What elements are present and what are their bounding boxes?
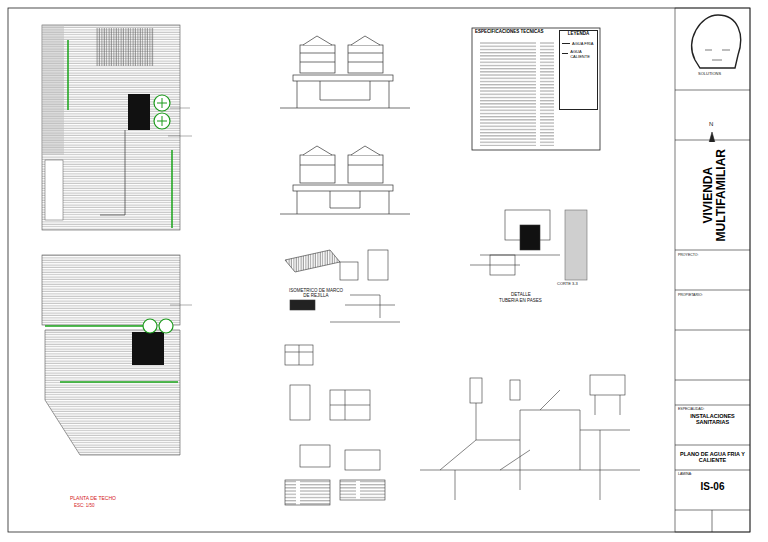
roof-plan [42,25,192,230]
field-label: PROPIETARIO: [678,293,703,297]
detail-title: ISOMETRICO DE MARCO DE REJILLA [286,288,346,298]
title-block [675,8,750,532]
field-label: LAMINA: [678,472,692,476]
node-text: INSTALACIONES SANITARIAS [677,412,748,426]
north-label: N [709,121,713,128]
specialty-cell: INSTALACIONES SANITARIAS [677,412,748,440]
sheet-number: IS-06 [690,480,735,504]
node-text: LEYENDA [560,31,597,38]
drawing-title: PLANTA DE TECHO [70,496,116,502]
detail-title: DETALLE [511,292,531,297]
section-label: CORTE 3-3 [557,282,578,287]
legend-text: AGUA FRIA [572,41,593,46]
legend-line-sample [562,43,570,44]
sheet-title: PLANO DE AGUA FRIA Y CALIENTE [677,450,748,466]
node-text: IS-06 [690,480,735,493]
roof-plan [42,255,192,455]
project-title: VIVIENDA MULTIFAMILIAR [677,142,748,248]
node-text: PLANO DE AGUA FRIA Y CALIENTE [677,450,748,464]
detail-title: TUBERIA EN PASES [499,298,542,303]
legend-text: AGUA CALIENTE [570,49,595,59]
logo-text: SOLUTIONS [698,72,721,77]
detail-figures [285,210,587,505]
legend-row: AGUA FRIA [562,41,595,46]
legend-row: AGUA CALIENTE [562,49,595,59]
scale-note: ESC: 1/50 [74,503,95,508]
tank-elevation [280,36,410,214]
isometric [420,375,640,500]
legend-table: LEYENDA AGUA FRIA AGUA CALIENTE [559,30,598,110]
node-text: VIVIENDA MULTIFAMILIAR [700,143,728,247]
notes-box: ESPECIFICACIONES TECNICASLEYENDAAGUA FRI… [473,29,599,149]
field-label: PROYECTO: [678,253,699,257]
field-label: ESPECIALIDAD: [678,407,704,411]
legend-line-sample [562,53,568,54]
